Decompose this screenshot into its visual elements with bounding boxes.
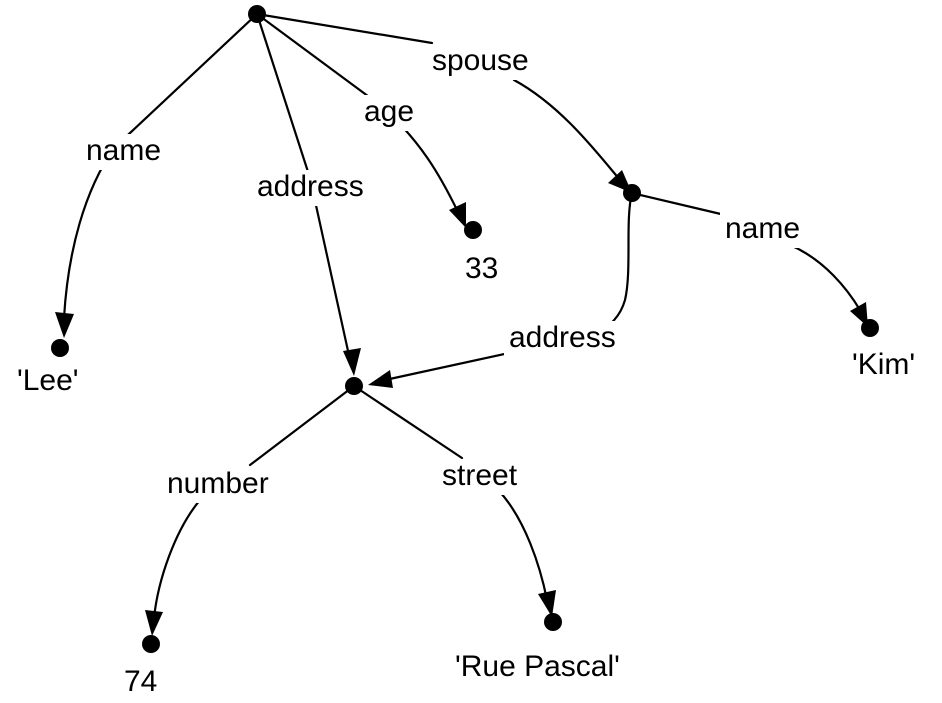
node-address — [345, 377, 363, 395]
node-street-value — [544, 613, 562, 631]
arrowhead-root-name — [55, 312, 74, 338]
node-number-value — [142, 635, 160, 653]
node-kim — [861, 319, 879, 337]
arrowhead-root-address — [343, 348, 361, 376]
edge-address-street — [352, 384, 549, 602]
node-age-value — [464, 221, 482, 239]
value-kim: 'Kim' — [852, 348, 915, 381]
edge-label-root-spouse: spouse — [432, 44, 529, 77]
edge-label-spouse-address: address — [509, 321, 616, 354]
arrowhead-address-number — [145, 610, 163, 636]
edge-label-root-age: age — [364, 95, 414, 128]
edge-label-spouse-name: name — [725, 212, 800, 245]
edge-address-number — [152, 384, 356, 620]
edge-label-address-number: number — [167, 467, 269, 500]
arrowhead-spouse-address — [368, 370, 393, 388]
node-lee — [51, 339, 69, 357]
edge-root-spouse — [255, 12, 622, 182]
arrowhead-address-street — [538, 590, 556, 617]
value-age: 33 — [465, 252, 498, 285]
edge-label-root-name: name — [86, 134, 161, 167]
node-spouse — [623, 184, 641, 202]
arrowhead-root-age — [449, 202, 466, 228]
value-lee: 'Lee' — [17, 364, 79, 397]
arrowhead-spouse-name — [850, 302, 868, 327]
node-root — [248, 5, 266, 23]
edge-spouse-name — [630, 191, 862, 312]
value-street: 'Rue Pascal' — [455, 650, 620, 683]
edge-label-root-address: address — [257, 170, 364, 203]
value-number: 74 — [124, 665, 157, 698]
edge-label-address-street: street — [442, 459, 518, 492]
